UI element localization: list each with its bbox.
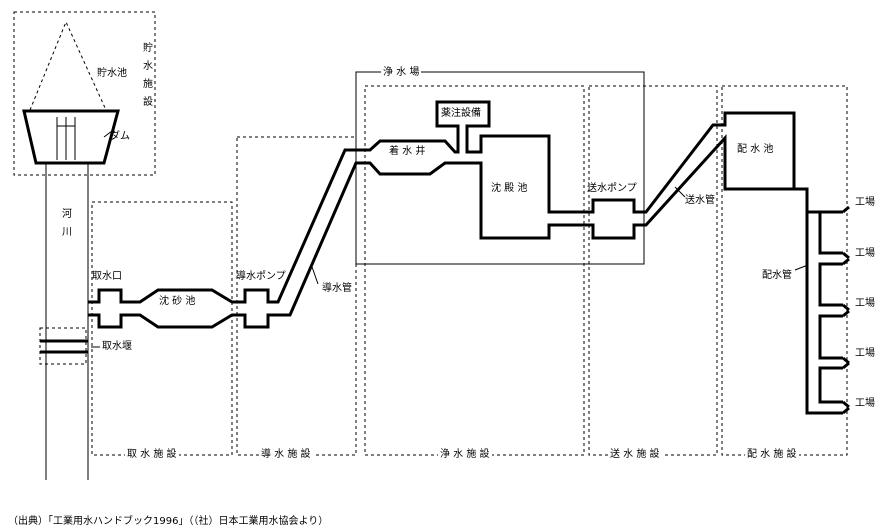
transmission-pipe-leader bbox=[674, 186, 686, 198]
factory-label: 工場 bbox=[855, 197, 875, 208]
distribution-trunk-right bbox=[818, 210, 843, 404]
transmission-pipe-label: 送水管 bbox=[685, 195, 715, 206]
source-citation: （出典）「工業用水ハンドブック1996」（（社）日本工業用水協会より） bbox=[8, 516, 329, 527]
conveyance-section-label: 導 水 施 設 bbox=[259, 449, 313, 461]
conveyance-facility-box bbox=[236, 136, 357, 456]
intake-weir-label: 取水堰 bbox=[102, 341, 132, 352]
receiving-well-label: 着 水 井 bbox=[389, 146, 426, 157]
transmission-facility-box bbox=[588, 85, 718, 456]
purification-section-label: 浄 水 施 設 bbox=[438, 449, 492, 461]
conveyance-pipe-label: 導水管 bbox=[322, 283, 352, 294]
distribution-pipe-label: 配水管 bbox=[762, 270, 792, 281]
reservoir-label: 貯水池 bbox=[97, 68, 127, 79]
pipe-lower-wall bbox=[88, 134, 794, 329]
distribution-reservoir-label: 配 水 池 bbox=[737, 144, 774, 155]
transmission-section-label: 送 水 施 設 bbox=[608, 449, 662, 461]
reservoir-cone bbox=[29, 20, 107, 111]
river-label: 河川 bbox=[62, 209, 72, 238]
intake-section-label: 取 水 施 設 bbox=[125, 449, 179, 461]
conveyance-pipe-leader bbox=[310, 263, 319, 285]
purification-plant-label: 浄 水 場 bbox=[381, 67, 422, 79]
purification-plant-box bbox=[355, 71, 645, 265]
dam bbox=[22, 109, 120, 165]
intake-mouth-label: 取水口 bbox=[92, 271, 122, 282]
intake-weir bbox=[40, 339, 88, 354]
reservoir-facility-label: 貯水施設 bbox=[143, 43, 153, 108]
distribution-pipe-leader bbox=[794, 264, 809, 271]
reservoir-facility-box bbox=[13, 11, 156, 176]
dam-label: ダム bbox=[110, 131, 130, 142]
intake-weir-box bbox=[39, 327, 87, 365]
factory-label: 工場 bbox=[855, 398, 875, 409]
chemical-equipment-label: 薬注設備 bbox=[441, 108, 481, 119]
distribution-facility-box bbox=[721, 85, 848, 456]
factory-label: 工場 bbox=[855, 298, 875, 309]
factory-label: 工場 bbox=[855, 348, 875, 359]
conveyance-pump-label: 導水ポンプ bbox=[236, 271, 286, 282]
transmission-pump-label: 送水ポンプ bbox=[587, 183, 637, 194]
distribution-trunk-left bbox=[805, 189, 843, 415]
factory-outlets bbox=[842, 205, 850, 415]
dam-leader bbox=[103, 130, 113, 138]
sand-basin-label: 沈 砂 池 bbox=[159, 296, 196, 307]
pipe-upper-wall bbox=[88, 100, 843, 304]
factory-label: 工場 bbox=[855, 248, 875, 259]
settling-basin-label: 沈 殿 池 bbox=[491, 183, 528, 194]
distribution-section-label: 配 水 施 設 bbox=[745, 449, 799, 461]
